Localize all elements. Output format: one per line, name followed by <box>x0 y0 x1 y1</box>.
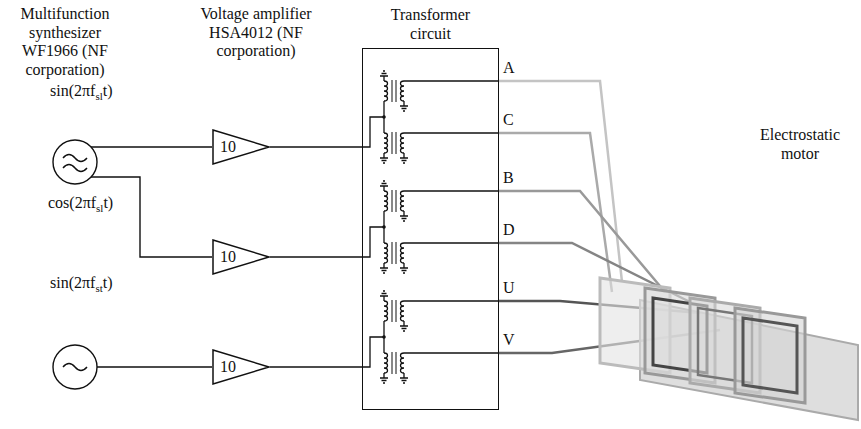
source-symbol <box>53 140 97 184</box>
signal-wire <box>270 366 362 367</box>
tilde-symbol <box>63 155 87 172</box>
amplifier-symbol <box>213 240 269 274</box>
terminal-label: A <box>503 59 515 78</box>
signal-label: cos(2πfslt) <box>48 194 113 214</box>
signal-label: sin(2πfslt) <box>50 82 113 102</box>
signal-wire <box>270 256 362 257</box>
amplifier-symbol <box>213 130 269 164</box>
motor-wire <box>498 81 622 282</box>
transformer-pair <box>362 291 498 383</box>
instrument-label: Voltage amplifier HSA4012 (NF corporatio… <box>191 5 321 61</box>
terminal-label: C <box>503 111 514 130</box>
terminal-label: B <box>503 169 514 188</box>
instrument-label: Multifunction synthesizer WF1966 (NF cor… <box>1 5 129 79</box>
amplifier-triangle: 10 <box>212 349 270 385</box>
gain-label: 10 <box>220 248 236 267</box>
box-heading: Transformer circuit <box>383 6 478 43</box>
transformer-outline <box>362 48 499 410</box>
source-symbol <box>53 345 97 389</box>
gain-label: 10 <box>220 138 236 157</box>
transformer-windings <box>362 71 498 383</box>
signal-source <box>53 140 212 389</box>
source-wire <box>91 147 212 367</box>
amplifier-symbol <box>213 350 269 384</box>
transformer-box: Transformer circuit <box>362 6 499 410</box>
gain-label: 10 <box>220 358 236 377</box>
part-label: Electrostatic motor <box>745 126 855 163</box>
amplifier-triangle: 10 <box>212 129 270 165</box>
terminal-label: U <box>503 279 515 298</box>
tilde-symbol <box>63 364 87 371</box>
motor-illustration <box>600 278 858 420</box>
terminal-label: V <box>503 331 515 350</box>
signal-wire <box>270 146 362 147</box>
motor-wire <box>498 133 612 292</box>
terminal-label: D <box>503 221 515 240</box>
transformer-pair <box>362 181 498 273</box>
signal-label: sin(2πfstt) <box>50 274 113 294</box>
motor-electrode-inner <box>743 318 797 393</box>
motor-electrode <box>735 308 805 403</box>
amplifier-triangle: 10 <box>212 239 270 275</box>
transformer-pair <box>362 71 498 163</box>
